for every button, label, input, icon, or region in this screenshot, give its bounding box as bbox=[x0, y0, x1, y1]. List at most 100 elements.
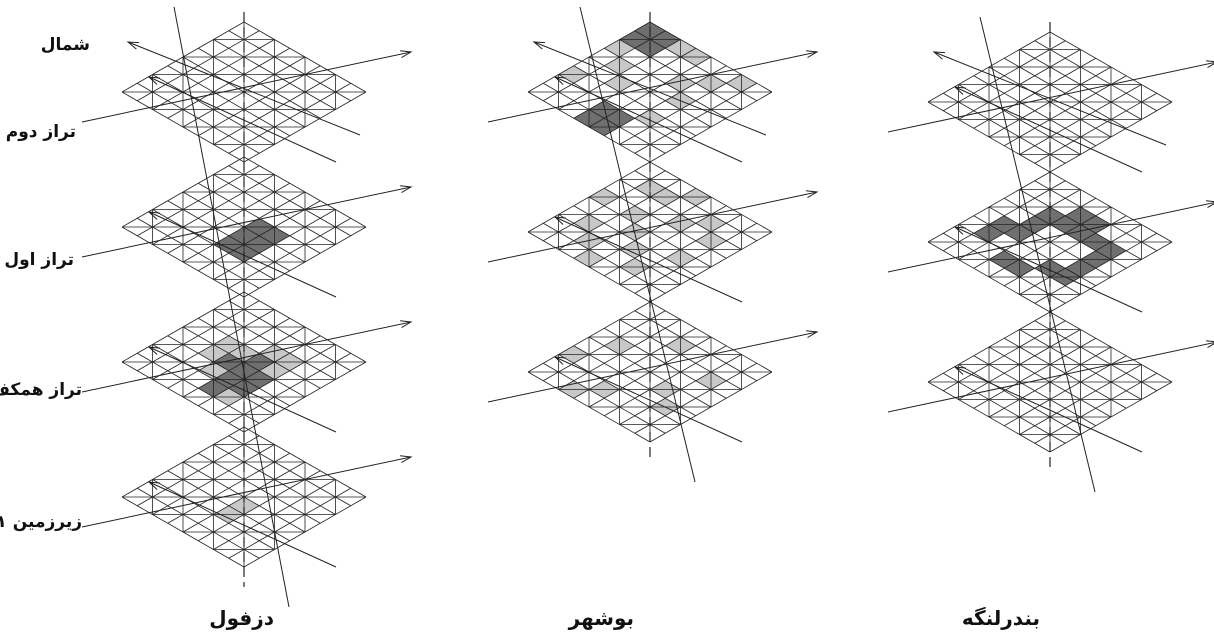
stack-diagonal bbox=[173, 6, 290, 608]
axis-arrow-short bbox=[148, 346, 337, 433]
axis-arrow-short-head bbox=[147, 481, 160, 490]
grid-lines bbox=[927, 31, 1173, 173]
north-arrow-head bbox=[126, 41, 140, 50]
axis-arrow-head bbox=[806, 330, 819, 338]
grid-line bbox=[634, 82, 757, 154]
grid-line bbox=[573, 345, 696, 417]
axis-arrow-short bbox=[148, 211, 337, 298]
grid-line bbox=[604, 65, 727, 137]
grid-line bbox=[604, 345, 727, 417]
axis-arrow bbox=[81, 51, 412, 123]
grid-line bbox=[198, 335, 321, 407]
north-arrow bbox=[127, 41, 361, 136]
axis-arrow-head bbox=[400, 50, 413, 58]
axis-arrow-short bbox=[554, 76, 743, 163]
grid-line bbox=[943, 372, 1066, 444]
north-arrow bbox=[933, 51, 1167, 146]
grid-line bbox=[973, 355, 1096, 427]
axis-arrow bbox=[487, 51, 818, 123]
grid-line bbox=[604, 205, 727, 277]
grid-line bbox=[1004, 355, 1127, 427]
axis-arrow-short-head bbox=[953, 366, 966, 375]
north-arrow bbox=[533, 41, 767, 136]
axis-arrow-short-head bbox=[553, 76, 566, 85]
grid-lines bbox=[121, 291, 367, 433]
north-arrow-head bbox=[932, 51, 946, 60]
grid-line bbox=[973, 215, 1096, 287]
axis-arrow-short-head bbox=[147, 211, 160, 220]
grid-line bbox=[543, 82, 666, 154]
grid-line bbox=[943, 92, 1066, 164]
axis-arrow-short-head bbox=[953, 226, 966, 235]
axis-arrow bbox=[887, 202, 1214, 273]
axis-arrow-head bbox=[1206, 340, 1214, 348]
city-label-bushehr: بوشهر bbox=[568, 606, 634, 630]
grid-line bbox=[573, 65, 696, 137]
label-first-floor: تراز اول bbox=[4, 250, 74, 270]
grid-line bbox=[228, 487, 351, 559]
grid-lines bbox=[121, 426, 367, 568]
dezful-floor-first_floor bbox=[121, 156, 367, 298]
stack-diagonal bbox=[579, 6, 696, 483]
axis-arrow-short-head bbox=[553, 216, 566, 225]
label-second-floor: تراز دوم bbox=[5, 122, 76, 142]
axis-arrow-head bbox=[806, 190, 819, 198]
axis-arrow bbox=[487, 191, 818, 263]
grid-line bbox=[137, 352, 260, 424]
axis-arrow bbox=[81, 321, 412, 393]
grid-line bbox=[137, 82, 260, 154]
grid-line bbox=[137, 487, 260, 559]
grid-line bbox=[973, 75, 1096, 147]
city-label-bandar-lengeh: بندرلنگه bbox=[961, 606, 1040, 630]
grid-line bbox=[1034, 232, 1157, 304]
bushehr-floor-ground_floor bbox=[527, 301, 773, 443]
grid-line bbox=[1034, 92, 1157, 164]
axis-arrow-short bbox=[148, 76, 337, 163]
axis-arrow-short-head bbox=[953, 86, 966, 95]
axis-arrow-head bbox=[400, 185, 413, 193]
axis-arrow-short bbox=[554, 356, 743, 443]
grid-line bbox=[634, 362, 757, 434]
grid-lines bbox=[527, 301, 773, 443]
dezful-floor-basement bbox=[121, 426, 367, 568]
grid-line bbox=[198, 65, 321, 137]
grid-line bbox=[198, 470, 321, 542]
axis-arrow-short bbox=[954, 366, 1143, 453]
axis-arrow-short bbox=[954, 226, 1143, 313]
grid-line bbox=[198, 200, 321, 272]
grid-line bbox=[943, 232, 1066, 304]
grid-line bbox=[228, 352, 351, 424]
grid-line bbox=[167, 335, 290, 407]
stack-diagonal bbox=[979, 16, 1096, 493]
axis-arrow bbox=[487, 331, 818, 403]
grid-line bbox=[228, 82, 351, 154]
axis-arrow-head bbox=[1206, 200, 1214, 208]
grid-line bbox=[137, 217, 260, 289]
grid-line bbox=[1034, 372, 1157, 444]
column-bandar_lengeh bbox=[887, 16, 1214, 493]
grid-line bbox=[573, 205, 696, 277]
axis-arrow-short-head bbox=[553, 356, 566, 365]
city-label-dezful: دزفول bbox=[209, 606, 274, 630]
grid-line bbox=[228, 217, 351, 289]
north-arrow-head bbox=[532, 41, 546, 50]
axis-arrow-short bbox=[554, 216, 743, 303]
grid-line bbox=[543, 222, 666, 294]
grid-line bbox=[167, 200, 290, 272]
axis-arrow-head bbox=[400, 320, 413, 328]
axis-arrow-head bbox=[400, 455, 413, 463]
grid-line bbox=[167, 65, 290, 137]
column-bushehr bbox=[487, 6, 819, 483]
grid-line bbox=[1004, 75, 1127, 147]
grid-line bbox=[167, 470, 290, 542]
axis-arrow-head bbox=[806, 50, 819, 58]
label-basement: زیرزمین ۱ bbox=[0, 512, 82, 532]
label-north: شمال bbox=[40, 35, 90, 55]
axis-arrow bbox=[81, 186, 412, 258]
column-dezful bbox=[81, 6, 413, 608]
axis-arrow-short bbox=[954, 86, 1143, 173]
axis-arrow bbox=[887, 62, 1214, 133]
grid-line bbox=[543, 362, 666, 434]
